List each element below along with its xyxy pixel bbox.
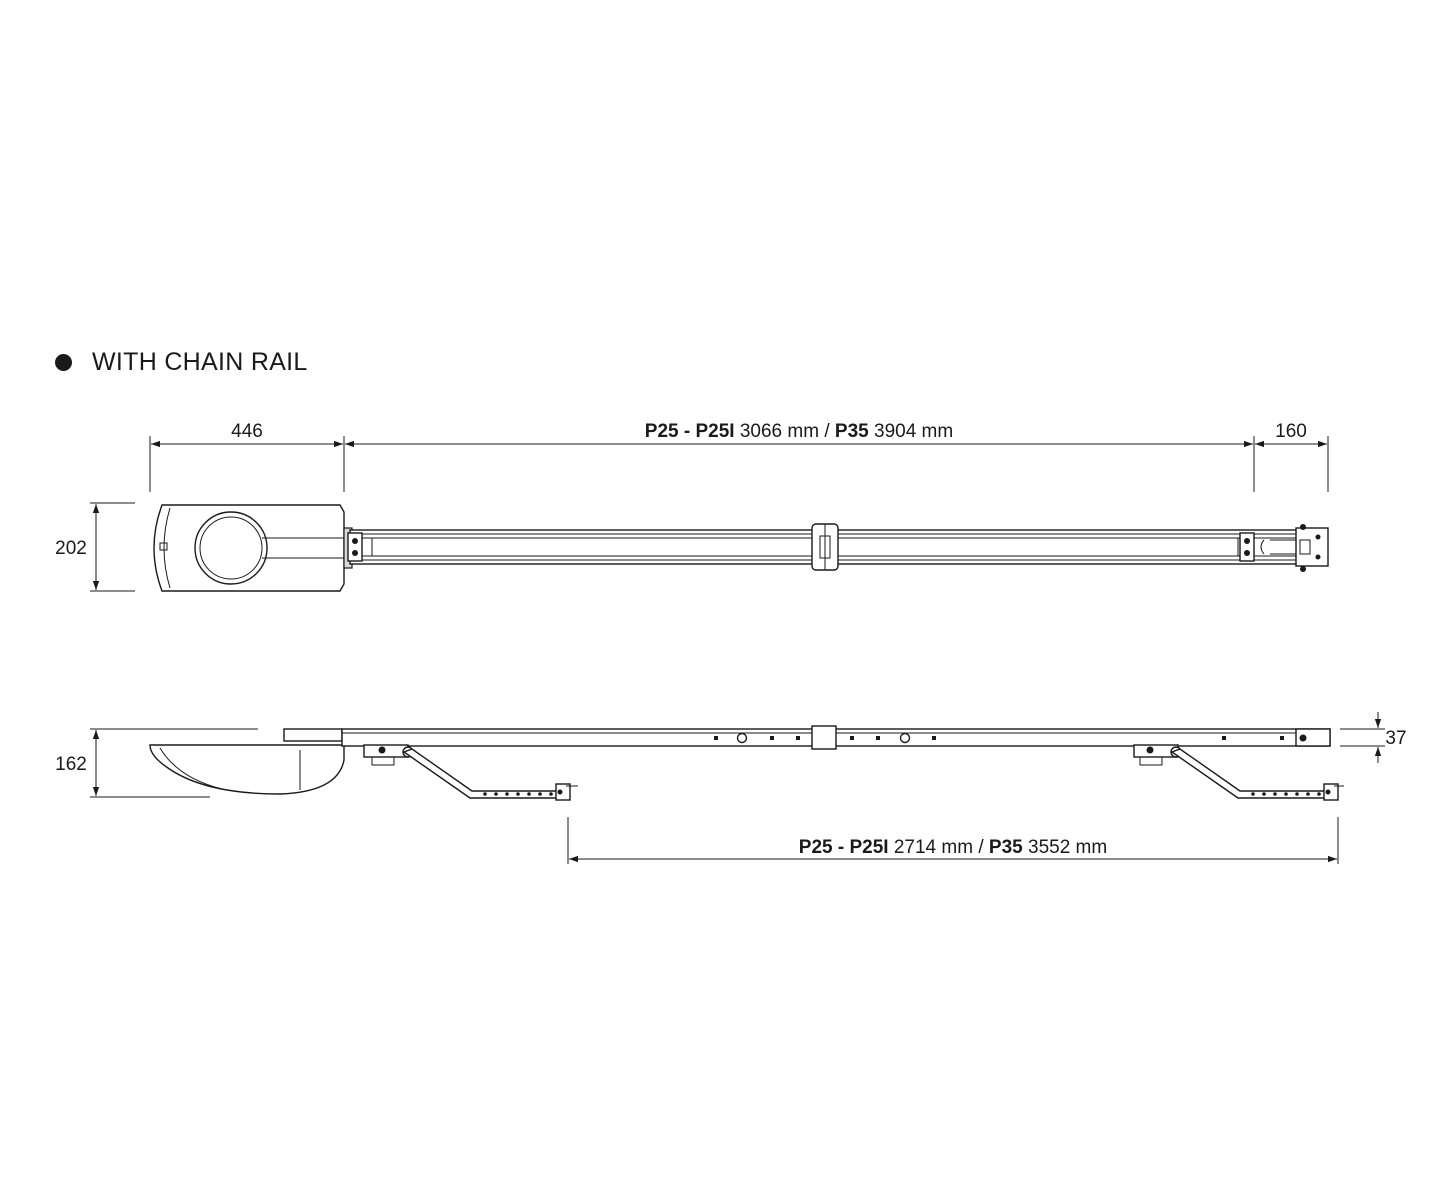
dim-rail-value-a: 3066 mm	[740, 421, 819, 442]
dim-span-value-b: 3552 mm	[1028, 837, 1107, 858]
top-height-dimension	[90, 502, 135, 592]
dim-span-model-b: P35	[989, 837, 1023, 858]
dim-rail-separator: /	[824, 421, 830, 442]
arm-holes-right	[1251, 792, 1321, 796]
side-view: 162	[55, 712, 1407, 864]
section-title: WITH CHAIN RAIL	[92, 347, 308, 376]
dim-top-height: 202	[55, 538, 87, 559]
section-heading: WITH CHAIN RAIL	[55, 344, 308, 380]
motor-unit-top	[153, 504, 353, 592]
dim-span-separator: /	[978, 837, 984, 858]
motor-unit-side	[149, 728, 345, 795]
side-height-dimension	[90, 728, 258, 798]
dim-mount-span: P25 - P25I 2714 mm / P35 3552 mm	[799, 837, 1107, 858]
dim-side-height: 162	[55, 754, 87, 775]
top-dimension-lines	[149, 436, 1329, 492]
door-arm-right	[1133, 744, 1344, 801]
dim-rail-thickness: 37	[1385, 728, 1406, 749]
dim-end-length: 160	[1275, 421, 1307, 442]
dim-rail-value-b: 3904 mm	[874, 421, 953, 442]
top-view: 446 P25 - P25I 3066 mm / P35 3904 mm 160…	[55, 421, 1329, 592]
bullet-icon	[55, 353, 72, 371]
rail-side	[341, 712, 1385, 763]
dim-span-model-a: P25 - P25I	[799, 837, 889, 858]
rail-holes	[714, 736, 1284, 740]
dim-rail-model-b: P35	[835, 421, 869, 442]
dim-span-value-a: 2714 mm	[894, 837, 973, 858]
mount-span-dimension	[567, 817, 1339, 864]
door-arm-left	[363, 744, 578, 801]
dim-rail-length: P25 - P25I 3066 mm / P35 3904 mm	[645, 421, 953, 442]
arm-holes-left	[483, 792, 553, 796]
rail-top	[347, 523, 1329, 572]
dim-motor-length: 446	[231, 421, 263, 442]
dim-rail-model-a: P25 - P25I	[645, 421, 735, 442]
